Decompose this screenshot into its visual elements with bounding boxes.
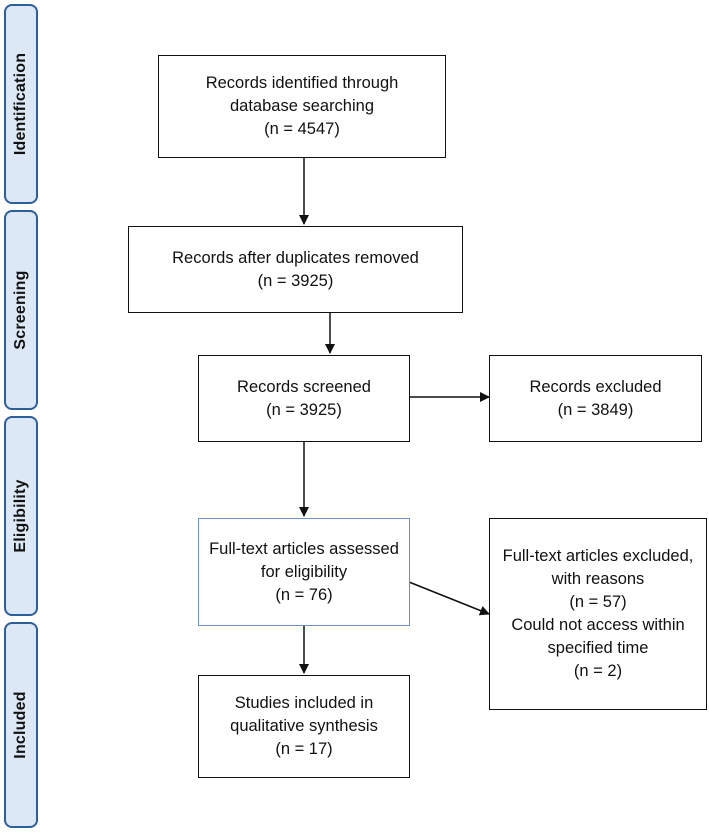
box-records-screened-line-2: (n = 3925) <box>266 400 342 419</box>
box-records-identified-line-2: database searching <box>229 97 375 115</box>
box-records-excluded-line-2: (n = 3849) <box>557 400 634 419</box>
phase-identification: Identification <box>4 4 38 204</box>
box-records-identified: Records identified through database sear… <box>158 55 446 158</box>
phase-screening: Screening <box>4 210 38 410</box>
box-studies-included-line-2: qualitative synthesis <box>230 717 378 735</box>
box-fulltext-excluded-line-4: Could not access within <box>511 616 685 634</box>
box-duplicates-removed-line-2: (n = 3925) <box>257 271 334 290</box>
box-fulltext-excluded-line-1: Full-text articles excluded, <box>502 547 694 565</box>
box-records-identified-line-3: (n = 4547) <box>264 120 340 138</box>
box-duplicates-removed-line-1: Records after duplicates removed <box>172 248 419 267</box>
box-fulltext-excluded-line-2: with reasons <box>551 570 645 588</box>
box-studies-included: Studies included in qualitative synthesi… <box>198 675 410 778</box>
box-fulltext-excluded-line-5: specified time <box>547 639 649 657</box>
box-records-identified-line-1: Records identified through <box>205 74 399 92</box>
box-fulltext-assessed-line-3: (n = 76) <box>275 585 333 604</box>
phase-included: Included <box>4 622 38 828</box>
box-fulltext-excluded: Full-text articles excluded, with reason… <box>489 518 707 710</box>
box-fulltext-excluded-line-6: (n = 2) <box>573 662 623 680</box>
phase-eligibility: Eligibility <box>4 416 38 616</box>
box-fulltext-assessed: Full-text articles assessed for eligibil… <box>198 518 410 626</box>
box-studies-included-line-1: Studies included in <box>234 694 374 712</box>
box-fulltext-assessed-line-2: for eligibility <box>260 562 348 581</box>
box-records-screened-line-1: Records screened <box>237 377 371 396</box>
box-records-excluded: Records excluded (n = 3849) <box>489 355 702 442</box>
box-fulltext-excluded-line-3: (n = 57) <box>569 593 627 611</box>
box-duplicates-removed: Records after duplicates removed (n = 39… <box>128 226 463 313</box>
box-records-screened: Records screened (n = 3925) <box>198 355 410 442</box>
box-fulltext-assessed-line-1: Full-text articles assessed <box>209 539 399 558</box>
box-studies-included-line-3: (n = 17) <box>275 740 333 758</box>
box-records-excluded-line-1: Records excluded <box>529 377 662 396</box>
